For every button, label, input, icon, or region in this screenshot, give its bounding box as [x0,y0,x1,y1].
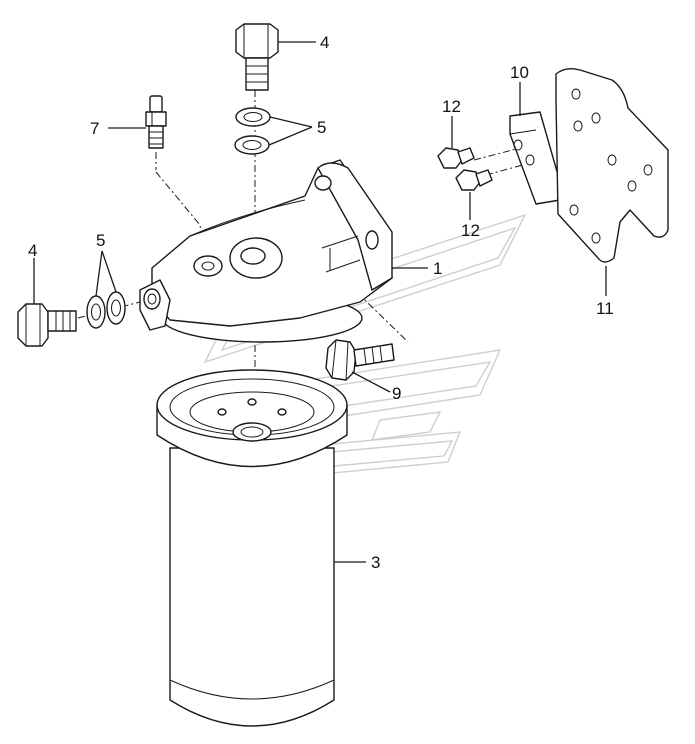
callout-11: 11 [596,299,614,318]
callout-10: 10 [510,63,529,82]
filter-head-part-1 [139,159,393,343]
watermark-logo [203,213,527,479]
callout-5-left: 5 [96,231,105,250]
callouts: 4 5 7 4 5 1 3 9 10 11 12 12 [28,33,614,572]
callout-7: 7 [90,119,99,138]
callout-9: 9 [392,384,401,403]
mounting-bracket-part-11 [555,67,669,263]
callout-5-top: 5 [317,118,326,137]
callout-4-top: 4 [320,33,329,52]
bleed-nipple-part-7 [145,95,167,149]
filter-cartridge-part-3 [156,369,348,727]
callout-12-top: 12 [442,97,461,116]
bolt-top-part-4 [235,23,279,91]
washers-left-part-5 [86,291,126,329]
bolt-part-9 [325,339,395,381]
callout-4-left: 4 [28,241,37,260]
leader-lines [33,41,607,563]
washers-top-part-5 [234,107,271,155]
spacer-plate-part-10 [509,111,561,205]
callout-1: 1 [433,259,442,278]
bolts-part-12 [437,147,493,191]
bolt-left-part-4 [17,303,77,347]
callout-12-bottom: 12 [461,221,480,240]
callout-3: 3 [371,553,380,572]
